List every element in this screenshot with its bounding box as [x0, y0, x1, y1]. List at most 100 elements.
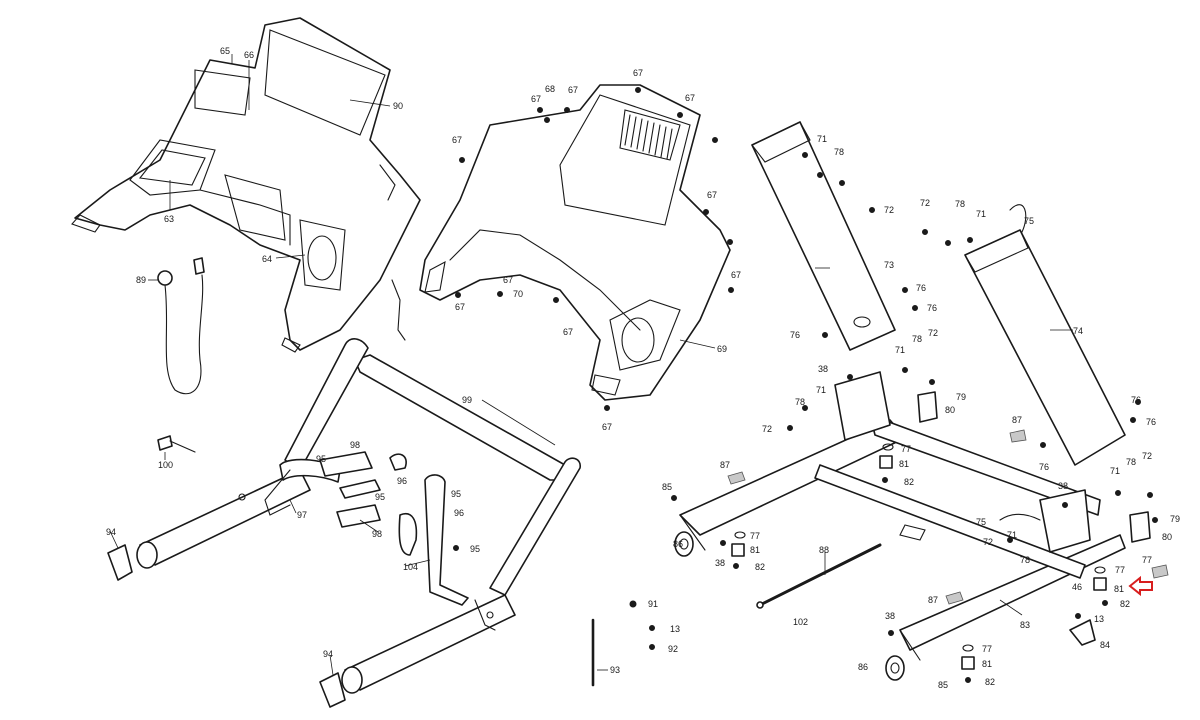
- part-label: 64: [262, 254, 272, 264]
- part-label: 38: [715, 558, 725, 568]
- part-label: 13: [670, 624, 680, 634]
- part-label: 96: [454, 508, 464, 518]
- part-label: 67: [503, 275, 513, 285]
- part-label: 78: [795, 397, 805, 407]
- part-label: 82: [904, 477, 914, 487]
- left-upright-part: [751, 121, 896, 351]
- part-label: 73: [884, 260, 894, 270]
- part-label: 71: [1007, 530, 1017, 540]
- highlight-arrow-icon: [1128, 575, 1153, 597]
- part-label: 79: [1170, 514, 1180, 524]
- part-label: 95: [470, 544, 480, 554]
- part-label: 93: [610, 665, 620, 675]
- part-label: 77: [982, 644, 992, 654]
- end-cap-94: [107, 544, 346, 708]
- part-label: 38: [885, 611, 895, 621]
- part-label: 81: [1114, 584, 1124, 594]
- console-base-part: [71, 17, 421, 353]
- part-label: 68: [545, 84, 555, 94]
- part-label: 89: [136, 275, 146, 285]
- part-label: 81: [982, 659, 992, 669]
- part-label: 67: [707, 190, 717, 200]
- part-label: 38: [1058, 481, 1068, 491]
- part-label: 78: [834, 147, 844, 157]
- part-label: 67: [452, 135, 462, 145]
- right-upright-part: [964, 204, 1126, 466]
- part-label: 67: [563, 327, 573, 337]
- part-label: 77: [1142, 555, 1152, 565]
- part-label: 95: [375, 492, 385, 502]
- part-label: 67: [633, 68, 643, 78]
- vent-grille: [624, 114, 673, 160]
- grip-parts: [319, 451, 418, 556]
- part-label: 82: [1120, 599, 1130, 609]
- part-label: 86: [858, 662, 868, 672]
- part-label: 67: [602, 422, 612, 432]
- part-label: 71: [817, 134, 827, 144]
- part-label: 88: [819, 545, 829, 555]
- part-label: 76: [927, 303, 937, 313]
- part-label: 70: [513, 289, 523, 299]
- part-label: 67: [731, 270, 741, 280]
- part-label: 100: [158, 460, 173, 470]
- part-label: 95: [316, 454, 326, 464]
- part-label: 65: [220, 46, 230, 56]
- part-label: 76: [790, 330, 800, 340]
- part-label: 69: [717, 344, 727, 354]
- part-label: 75: [1024, 216, 1034, 226]
- fasteners: [453, 87, 1158, 683]
- part-label: 81: [750, 545, 760, 555]
- bracket-parts: [917, 391, 1151, 646]
- part-label: 84: [1100, 640, 1110, 650]
- part-label: 67: [531, 94, 541, 104]
- part-label: 76: [1039, 462, 1049, 472]
- cable-89: [157, 257, 205, 395]
- part-label: 78: [912, 334, 922, 344]
- handlebar-frame-part: [136, 338, 581, 694]
- part-label: 87: [1012, 415, 1022, 425]
- pads-87: [727, 429, 1169, 605]
- part-label: 77: [750, 531, 760, 541]
- part-label: 76: [1131, 395, 1141, 405]
- part-label: 98: [372, 529, 382, 539]
- part-label: 72: [762, 424, 772, 434]
- part-label: 75: [976, 517, 986, 527]
- leveler-parts: [731, 443, 1107, 670]
- part-label: 83: [1020, 620, 1030, 630]
- part-label: 87: [720, 460, 730, 470]
- part-label: 87: [928, 595, 938, 605]
- part-label: 99: [462, 395, 472, 405]
- part-label: 71: [1110, 466, 1120, 476]
- part-label: 72: [1142, 451, 1152, 461]
- base-frame-part: [679, 371, 1126, 661]
- part-labels: 65 66 90 63 64 89 67 68 67 67 67 67 67 7…: [106, 46, 1180, 690]
- part-label: 91: [648, 599, 658, 609]
- part-label: 85: [662, 482, 672, 492]
- shock-88: [756, 543, 882, 609]
- part-label: 77: [1115, 565, 1125, 575]
- part-label: 80: [945, 405, 955, 415]
- part-label: 94: [106, 527, 116, 537]
- part-label: 46: [1072, 582, 1082, 592]
- part-label: 63: [164, 214, 174, 224]
- part-label: 66: [244, 50, 254, 60]
- part-label: 76: [1146, 417, 1156, 427]
- part-label: 98: [350, 440, 360, 450]
- part-label: 72: [920, 198, 930, 208]
- part-label: 76: [916, 283, 926, 293]
- part-label: 90: [393, 101, 403, 111]
- part-label: 38: [818, 364, 828, 374]
- part-label: 71: [895, 345, 905, 355]
- part-label: 86: [673, 539, 683, 549]
- part-label: 82: [985, 677, 995, 687]
- part-label: 95: [451, 489, 461, 499]
- part-label: 96: [397, 476, 407, 486]
- part-label: 77: [901, 444, 911, 454]
- part-label: 67: [685, 93, 695, 103]
- part-label: 92: [668, 644, 678, 654]
- part-label: 72: [983, 537, 993, 547]
- part-label: 67: [455, 302, 465, 312]
- part-label: 80: [1162, 532, 1172, 542]
- part-label: 97: [297, 510, 307, 520]
